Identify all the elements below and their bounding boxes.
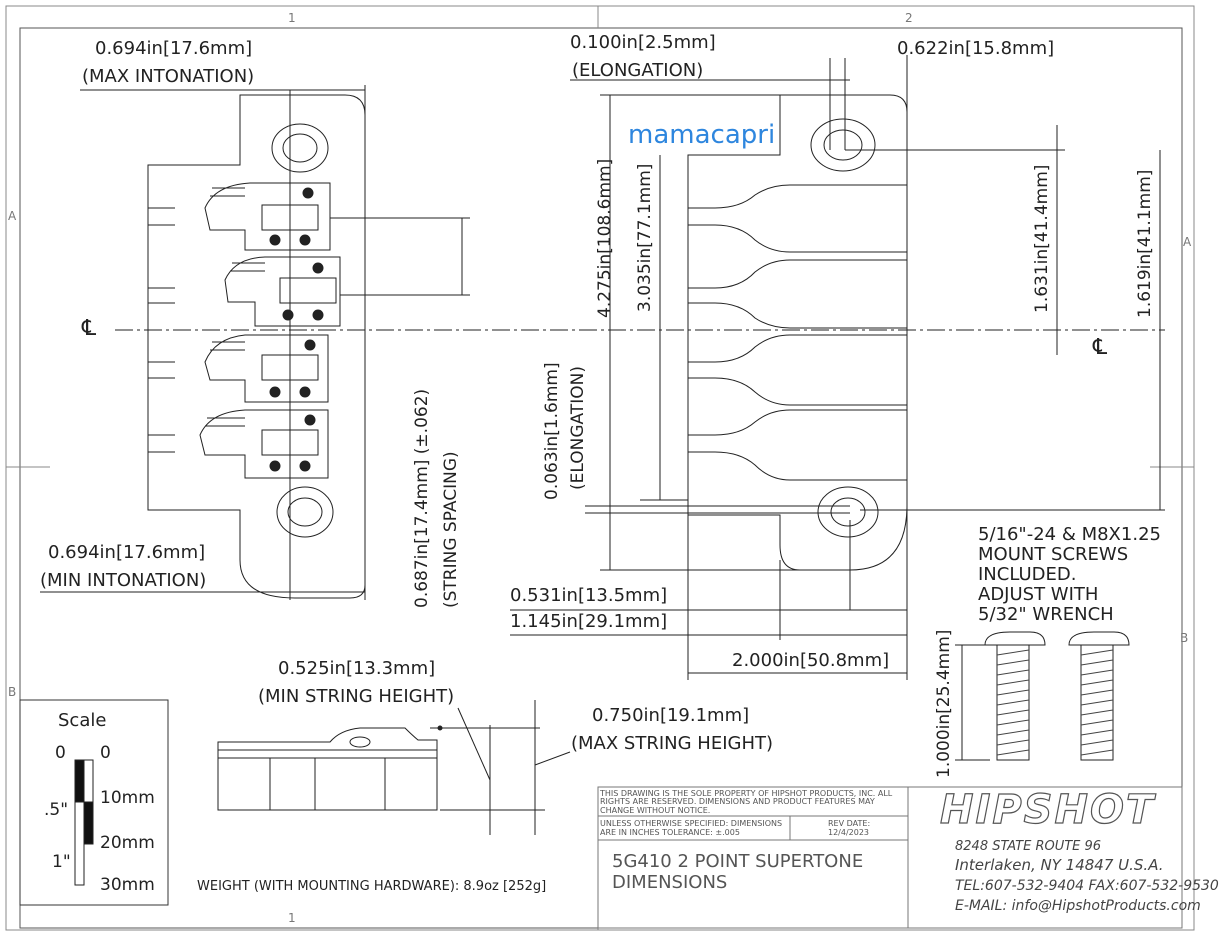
dim-min-intonation-label: (MIN INTONATION) (40, 570, 207, 591)
scale-right-10: 10mm (100, 788, 155, 808)
dim-2000: 2.000in[50.8mm] (732, 650, 890, 671)
side-view-bridge (217, 700, 571, 835)
zone-right-b: B (1180, 631, 1189, 645)
zone-top-2: 2 (905, 11, 913, 25)
dim-hole-offset-b: 1.619in[41.1mm] (1135, 169, 1155, 318)
address-line-2: Interlaken, NY 14847 U.S.A. (955, 856, 1164, 874)
tolerance-note-1: UNLESS OTHERWISE SPECIFIED: DIMENSIONS (600, 819, 783, 828)
property-note: THIS DRAWING IS THE SOLE PROPERTY OF HIP… (600, 789, 893, 815)
screw-note-line-3: INCLUDED. (978, 564, 1077, 585)
screw-note-line-5: 5/32" WRENCH (978, 604, 1114, 625)
scale-left-0: 0 (55, 743, 66, 763)
saddle-1 (204, 182, 331, 251)
zone-bottom-1: 1 (288, 911, 296, 925)
centerline-symbol-right: ℄ (1093, 335, 1108, 360)
screw-note-line-4: ADJUST WITH (978, 584, 1099, 605)
rev-label: REV DATE: (828, 819, 871, 828)
title-block (597, 786, 1183, 929)
address-line-1: 8248 STATE ROUTE 96 (955, 839, 1102, 854)
saddle-4 (199, 409, 329, 479)
zone-left-b: B (8, 685, 17, 699)
hipshot-logo: HIPSHOT (939, 787, 1156, 833)
dim-elongation-top-label: (ELONGATION) (572, 60, 704, 81)
saddle-3 (204, 334, 329, 403)
phone-fax: TEL:607-532-9404 FAX:607-532-9530 (955, 878, 1219, 894)
dim-min-height-label: (MIN STRING HEIGHT) (258, 686, 455, 707)
scale-title: Scale (58, 710, 107, 731)
left-view-bridge (147, 94, 366, 599)
dim-height-overall: 4.275in[108.6mm] (595, 158, 615, 318)
rev-date: 12/4/2023 (828, 828, 870, 837)
scale-right-20: 20mm (100, 833, 155, 853)
tolerance-note-2: ARE IN INCHES TOLERANCE: ±.005 (600, 828, 740, 837)
weight-note: WEIGHT (WITH MOUNTING HARDWARE): 8.9oz [… (197, 879, 547, 894)
screw-note-line-1: 5/16"-24 & M8X1.25 (978, 524, 1161, 545)
scale-left-1: 1" (52, 852, 71, 872)
dim-min-height-value: 0.525in[13.3mm] (278, 658, 436, 679)
dim-height-inner: 3.035in[77.1mm] (635, 163, 655, 312)
drawing-title-line-1: 5G410 2 POINT SUPERTONE (612, 851, 864, 872)
right-view-base-plate (687, 94, 908, 571)
dim-elongation-side-label: (ELONGATION) (568, 366, 588, 490)
scale-right-0: 0 (100, 743, 111, 763)
watermark-text: mamacapri (628, 120, 776, 150)
scale-left-half: .5" (44, 800, 69, 820)
centerline-symbol-left: ℄ (82, 316, 97, 341)
drawing-title-line-2: DIMENSIONS (612, 872, 728, 893)
zone-top-1: 1 (288, 11, 296, 25)
scale-right-30: 30mm (100, 875, 155, 895)
email: E-MAIL: info@HipshotProducts.com (955, 898, 1201, 914)
dim-max-height-value: 0.750in[19.1mm] (592, 705, 750, 726)
screw-note-line-2: MOUNT SCREWS (978, 544, 1129, 565)
dim-min-intonation-value: 0.694in[17.6mm] (48, 542, 206, 563)
left-dimension-lines (40, 85, 470, 600)
scale-box (19, 699, 169, 906)
dim-screw-height: 1.000in[25.4mm] (934, 629, 954, 778)
mount-screws (955, 631, 1130, 761)
dim-max-intonation-label: (MAX INTONATION) (82, 66, 255, 87)
dim-max-height-label: (MAX STRING HEIGHT) (571, 733, 774, 754)
dim-elongation-top-value: 0.100in[2.5mm] (570, 32, 716, 53)
zone-right-a: A (1183, 235, 1192, 249)
dim-531: 0.531in[13.5mm] (510, 585, 668, 606)
right-dimension-lines (510, 55, 1165, 680)
saddle-2 (224, 256, 341, 327)
dim-hole-offset-a: 1.631in[41.4mm] (1032, 164, 1052, 313)
dim-elongation-side-value: 0.063in[1.6mm] (542, 362, 562, 500)
sheet-border-outer (5, 5, 1195, 931)
dim-string-spacing-label: (STRING SPACING) (441, 451, 461, 608)
zone-left-a: A (8, 209, 17, 223)
dim-string-spacing-value: 0.687in[17.4mm] (±.062) (412, 388, 432, 608)
dim-width-top: 0.622in[15.8mm] (897, 38, 1055, 59)
dim-max-intonation-value: 0.694in[17.6mm] (95, 38, 253, 59)
dim-1145: 1.145in[29.1mm] (510, 611, 668, 632)
